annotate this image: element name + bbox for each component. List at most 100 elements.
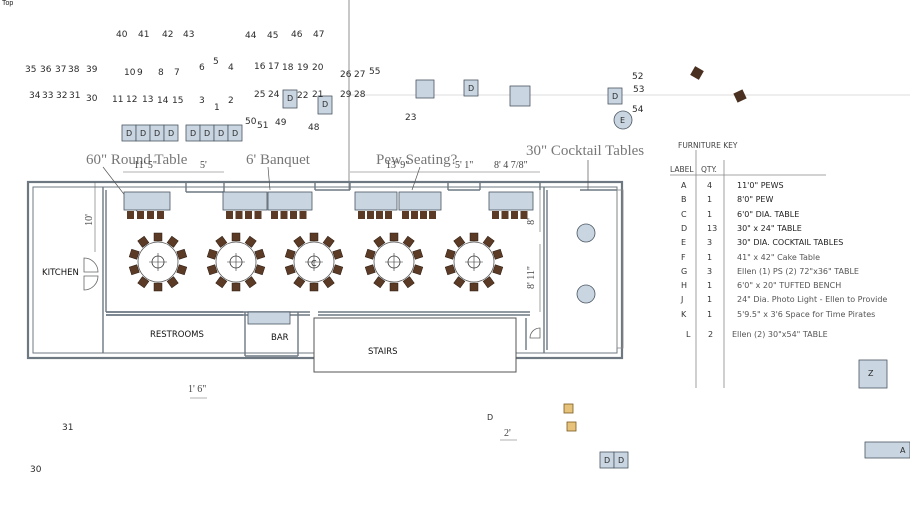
plan-number: 29: [340, 90, 352, 100]
plan-number: 15: [172, 96, 184, 106]
plan-number: 44: [245, 31, 257, 41]
chair: [364, 248, 376, 260]
furniture-layer: [121, 66, 910, 469]
chair: [733, 89, 747, 103]
furniture-key-row-label: H: [681, 281, 688, 291]
window-strip: [616, 189, 624, 349]
chair: [444, 264, 456, 276]
plan-number: 50: [245, 117, 257, 127]
furniture-letter: D: [618, 456, 625, 465]
furniture-key-row-desc: 6'0" x 20" TUFTED BENCH: [737, 281, 842, 291]
plan-number: 24: [268, 90, 280, 100]
furniture-letter: D: [287, 94, 294, 103]
plan-number: 9: [137, 68, 143, 78]
furniture-letter: C: [311, 259, 317, 268]
chair: [299, 211, 307, 219]
chair: [322, 235, 335, 248]
chair: [215, 235, 228, 248]
chair: [385, 211, 392, 219]
plan-number: 35: [25, 65, 37, 75]
chair: [373, 276, 386, 289]
dimension-label: 5' 1": [455, 160, 474, 171]
chair: [147, 211, 154, 219]
d-table: [227, 124, 243, 142]
chair: [492, 211, 499, 219]
cake-table: [566, 421, 577, 432]
plan-number: 47: [313, 30, 325, 40]
plan-number: 34: [29, 91, 41, 101]
chair: [206, 264, 218, 276]
room-restrooms: RESTROOMS: [150, 330, 204, 340]
furniture-key-row-qty: 3: [707, 238, 713, 248]
furniture-key-row-label: G: [681, 266, 688, 276]
cake-table: [563, 403, 574, 414]
chair: [492, 264, 504, 276]
chair: [166, 276, 179, 289]
plan-number: 20: [312, 63, 324, 73]
furniture-key-row-qty: 13: [707, 223, 718, 233]
chair: [226, 211, 233, 219]
chair: [284, 264, 296, 276]
furniture-key-row-desc: 5'9.5" x 3'6 Space for Time Pirates: [737, 309, 876, 319]
furniture-letter: D: [468, 84, 475, 93]
chair: [389, 282, 399, 292]
furniture-key-row-desc: 11'0" PEWS: [737, 181, 784, 190]
d-table: [317, 95, 333, 115]
d-table: [163, 124, 179, 142]
furniture-key-row-qty: 1: [707, 195, 713, 205]
furniture-letter: D: [204, 129, 211, 138]
furniture-key-row-qty: 2: [708, 330, 714, 339]
plan-number: 8: [158, 68, 164, 78]
chair: [309, 282, 319, 292]
chair: [469, 282, 479, 292]
chair: [492, 248, 504, 260]
furniture-key-row-qty: 1: [707, 209, 713, 219]
kitchen-door: [83, 257, 99, 291]
chair: [254, 248, 266, 260]
plan-number: 26: [340, 70, 352, 80]
chair: [157, 211, 164, 219]
plan-number: 52: [632, 72, 644, 82]
furniture-letter: D: [168, 129, 175, 138]
plan-number: 30: [30, 465, 42, 475]
plan-number: 3: [199, 96, 205, 106]
plan-number: 48: [308, 123, 320, 133]
plan-number: 13: [142, 95, 154, 105]
furniture-key-label-header: LABEL: [670, 165, 694, 174]
plan-number: 36: [40, 65, 52, 75]
chair: [511, 211, 518, 219]
heading-pew: Pew Seating?: [376, 152, 458, 168]
furniture-key-row-qty: 1: [707, 252, 713, 262]
furniture-key-row-label: J: [681, 295, 684, 305]
plan-number: 38: [68, 65, 80, 75]
cocktail-table: [576, 284, 596, 304]
chair: [176, 264, 188, 276]
plan-number: 7: [174, 68, 180, 78]
chair: [254, 264, 266, 276]
heading-round: 60" Round Table: [86, 152, 188, 168]
plan-number: 25: [254, 90, 266, 100]
chair: [429, 211, 436, 219]
dimension-label: 5': [200, 160, 207, 171]
chair: [373, 235, 386, 248]
plan-number: 51: [257, 121, 269, 131]
banquet-table: [222, 191, 268, 211]
furniture-key-row-desc: 8'0" PEW: [737, 195, 774, 205]
banquet-table: [354, 191, 398, 211]
heading-banquet: 6' Banquet: [246, 152, 310, 168]
furniture-key-row-label: D: [681, 223, 688, 233]
chair: [127, 211, 134, 219]
furniture-letter: D: [140, 129, 147, 138]
cocktail-table: [576, 223, 596, 243]
furniture-key-title: FURNITURE KEY: [678, 141, 738, 150]
plan-number: 14: [157, 96, 169, 106]
furniture-key-row-qty: 4: [707, 181, 713, 190]
building-walls: [26, 160, 624, 441]
furniture-letter: D: [126, 129, 133, 138]
banquet-table: [267, 191, 313, 211]
chair: [137, 211, 144, 219]
chair: [453, 276, 466, 289]
furniture-key-row-desc: Ellen (1) PS (2) 72"x36" TABLE: [737, 266, 859, 276]
a-pew: [864, 441, 910, 459]
plan-number: 49: [275, 118, 287, 128]
